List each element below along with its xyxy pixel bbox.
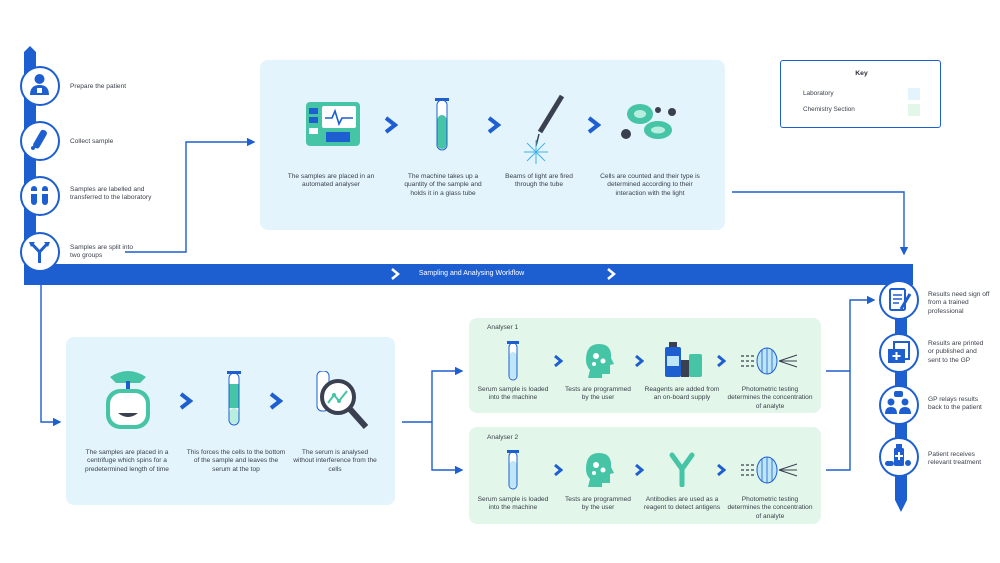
- left-step-text: Samples are labelled and transferred to …: [70, 186, 152, 202]
- serum-tube-icon: [507, 450, 519, 490]
- workflow-title: Sampling and Analysing Workflow: [418, 270, 525, 277]
- lab-bottom-step-text: The samples are placed in a centrifuge w…: [85, 449, 169, 473]
- analyser-1-panel: Analyser 1 Serum sample is loaded into t…: [469, 318, 821, 413]
- light-beam-icon: [524, 94, 565, 164]
- right-step-text: Results need sign off from a trained pro…: [928, 291, 990, 315]
- left-step-circle: [20, 176, 60, 216]
- reagent-bottles-icon: [665, 342, 702, 377]
- serum-tube-icon: [507, 341, 519, 381]
- lab-top-step-text: Beams of light are fired through the tub…: [505, 173, 573, 189]
- chevron-right-icon: [269, 392, 283, 410]
- key-swatch-chemistry: [908, 104, 920, 116]
- chevron-right-icon: [635, 463, 644, 477]
- chevron-right-icon: [554, 463, 563, 477]
- right-step-circle: [879, 280, 919, 320]
- head-program-icon: [586, 344, 614, 378]
- analyser-1-title: Analyser 1: [487, 324, 519, 331]
- chevron-right-icon: [487, 116, 501, 134]
- analyser-1-step-text: Reagents are added from an on-board supp…: [644, 386, 720, 402]
- chevron-right-icon: [391, 268, 400, 280]
- key-label-laboratory: Laboratory: [803, 90, 834, 97]
- head-program-icon: [586, 453, 614, 487]
- photometric-icon: [741, 347, 798, 375]
- lab-top-step-text: The machine takes up a quantity of the s…: [404, 173, 482, 197]
- right-step-text: Results are printed or published and sen…: [928, 340, 984, 364]
- chevron-right-icon: [607, 268, 616, 280]
- laboratory-panel-top: The samples are placed in an automated a…: [260, 60, 725, 230]
- lab-top-step-text: Cells are counted and their type is dete…: [600, 173, 700, 197]
- left-step-circle: [20, 121, 60, 161]
- right-step-circle: [879, 385, 919, 425]
- analyser-1-step-text: Serum sample is loaded into the machine: [477, 386, 549, 402]
- left-step-circle: [20, 66, 60, 106]
- printed-results-icon: [888, 341, 910, 363]
- chevron-right-icon: [554, 354, 563, 368]
- lab-bottom-step-text: The serum is analysed without interferen…: [293, 449, 377, 473]
- analyser-machine-icon: [306, 102, 360, 146]
- key-legend: Key Laboratory Chemistry Section: [780, 60, 941, 128]
- patient-icon: [30, 74, 49, 95]
- analyser-2-step-text: Antibodies are used as a reagent to dete…: [643, 496, 721, 512]
- key-label-chemistry: Chemistry Section: [803, 106, 855, 113]
- analyser-1-step-text: Tests are programmed by the user: [565, 386, 631, 402]
- key-title: Key: [855, 70, 868, 77]
- lab-top-step-text: The samples are placed in an automated a…: [287, 173, 375, 189]
- chevron-right-icon: [635, 354, 644, 368]
- antibody-icon: [669, 452, 695, 487]
- labelled-tubes-icon: [31, 186, 48, 205]
- left-step-text: Samples are split into two groups: [70, 244, 134, 260]
- analyser-2-title: Analyser 2: [487, 434, 519, 441]
- left-step-text: Prepare the patient: [70, 83, 127, 90]
- left-step-text: Collect sample: [70, 138, 114, 145]
- chevron-right-icon: [384, 116, 398, 134]
- treatment-icon: [885, 444, 911, 466]
- gp-relay-icon: [885, 391, 911, 414]
- left-step-circle: [20, 232, 60, 272]
- magnifier-icon: [316, 371, 369, 430]
- right-step-circle: [879, 437, 919, 477]
- key-swatch-laboratory: [908, 88, 920, 100]
- glass-tube-icon: [435, 98, 449, 151]
- cells-icon: [621, 104, 676, 139]
- centrifuge-icon: [106, 371, 150, 429]
- chevron-right-icon: [717, 354, 726, 368]
- separated-tube-icon: [227, 371, 241, 426]
- right-step-text: Patient receives relevant treatment: [928, 451, 982, 467]
- photometric-icon: [741, 456, 798, 484]
- test-tube-icon: [31, 129, 47, 150]
- split-arrow-icon: [29, 242, 50, 263]
- analyser-2-step-text: Serum sample is loaded into the machine: [477, 496, 549, 512]
- clipboard-signoff-icon: [889, 288, 912, 311]
- chevron-right-icon: [179, 392, 193, 410]
- chevron-right-icon: [587, 116, 601, 134]
- analyser-2-step-text: Tests are programmed by the user: [565, 496, 631, 512]
- analyser-1-step-text: Photometric testing determines the conce…: [727, 386, 813, 410]
- chevron-right-icon: [717, 463, 726, 477]
- laboratory-panel-bottom: The samples are placed in a centrifuge w…: [66, 337, 395, 505]
- analyser-2-step-text: Photometric testing determines the conce…: [727, 496, 813, 520]
- analyser-2-panel: Analyser 2 Serum sample is loaded into t…: [469, 427, 821, 524]
- right-step-circle: [879, 333, 919, 373]
- workflow-band: Sampling and Analysing Workflow: [30, 264, 913, 285]
- right-step-text: GP relays results back to the patient: [928, 396, 982, 412]
- lab-bottom-step-text: This forces the cells to the bottom of t…: [186, 449, 286, 473]
